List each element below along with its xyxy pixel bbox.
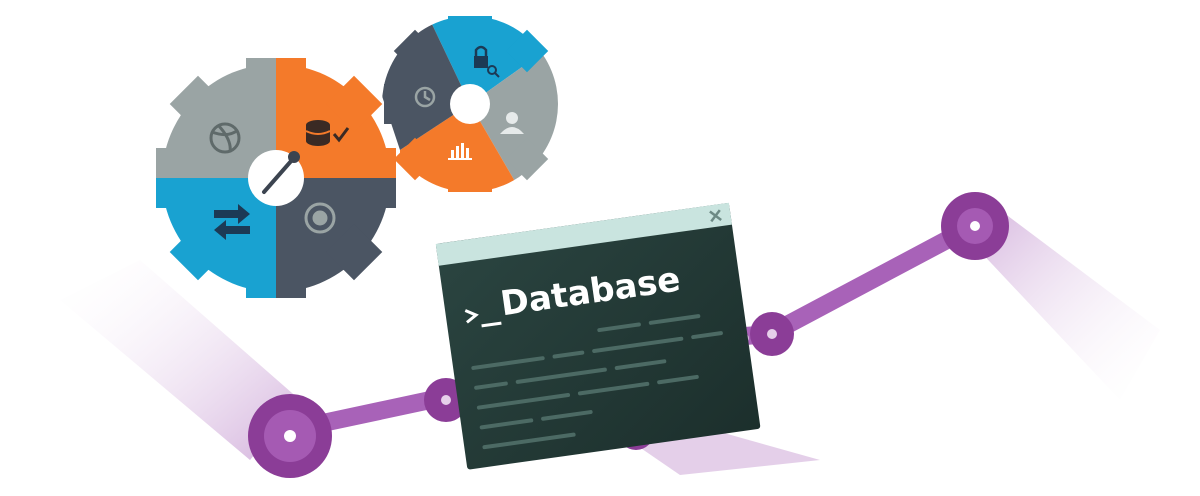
light-beam-left [60,260,300,460]
terminal-prompt-icon [464,309,502,328]
wrench-icon [262,151,300,194]
gear-small [382,16,558,192]
arm-joint-top [941,192,1009,260]
gear-large [156,58,396,298]
gear-small-hub [450,84,490,124]
terminal-title-bar [435,202,732,266]
arm-joint-right [750,312,794,356]
target-icon [304,202,336,234]
terminal-window: Database [435,202,761,470]
code-lines [471,314,723,450]
arm-joint-large [248,394,332,478]
robotic-arm [248,192,1009,478]
lock-search-icon [474,45,500,78]
user-icon [500,112,524,134]
bar-chart-icon [448,143,472,160]
money-clock-icon [414,86,436,108]
database-check-icon [305,120,350,146]
swap-arrows-icon [214,204,250,240]
light-beam-right [960,210,1160,400]
close-icon[interactable] [709,209,722,223]
dribbble-icon [209,122,241,154]
